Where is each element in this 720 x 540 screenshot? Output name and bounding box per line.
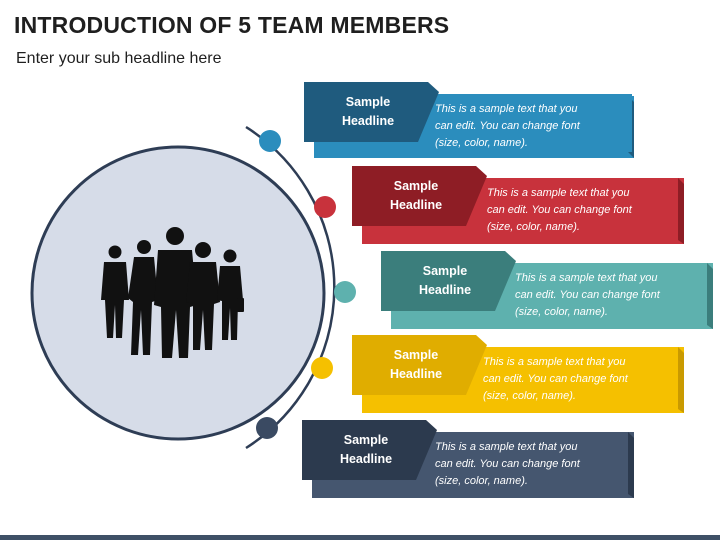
slide-title: INTRODUCTION OF 5 TEAM MEMBERS	[14, 12, 450, 38]
member-headline-5-line1: Sample	[343, 433, 389, 447]
footer-bar	[0, 535, 720, 540]
slide-subtitle: Enter your sub headline here	[16, 50, 222, 67]
member-card-1: Sample Headline This is a sample text th…	[304, 82, 634, 158]
member-dot-3	[334, 281, 356, 303]
member-text-3: This is a sample text that you can edit.…	[515, 272, 660, 318]
member-card-3: Sample Headline This is a sample text th…	[381, 251, 713, 329]
member-headline-4-line2: Headline	[389, 367, 443, 381]
team-silhouette-icon	[101, 227, 244, 358]
member-headline-3-line2: Headline	[418, 283, 472, 297]
card-text-panel	[422, 94, 632, 152]
member-dot-2	[314, 196, 336, 218]
member-headline-1-line2: Headline	[341, 114, 395, 128]
headline-tab: Sample Headline	[352, 335, 487, 395]
headline-tab: Sample Headline	[381, 251, 516, 311]
member-card-4: Sample Headline This is a sample text th…	[352, 335, 684, 413]
member-headline-5-line2: Headline	[339, 452, 393, 466]
headline-tab: Sample Headline	[304, 82, 439, 142]
member-text-2: This is a sample text that you can edit.…	[487, 187, 632, 233]
member-text-5: This is a sample text that you can edit.…	[435, 441, 580, 487]
member-headline-2-line1: Sample	[393, 179, 439, 193]
member-text-1: This is a sample text that you can edit.…	[435, 103, 580, 149]
headline-tab: Sample Headline	[302, 420, 437, 480]
member-card-5: Sample Headline This is a sample text th…	[302, 420, 634, 498]
member-dot-5	[256, 417, 278, 439]
member-headline-3-line1: Sample	[422, 264, 468, 278]
connector-arc	[245, 125, 336, 450]
member-headline-1-line1: Sample	[345, 95, 391, 109]
member-dot-4	[311, 357, 333, 379]
member-card-2: Sample Headline This is a sample text th…	[352, 166, 684, 244]
member-text-4: This is a sample text that you can edit.…	[483, 356, 628, 402]
member-headline-2-line2: Headline	[389, 198, 443, 212]
member-headline-4-line1: Sample	[393, 348, 439, 362]
member-dot-1	[259, 130, 281, 152]
headline-tab: Sample Headline	[352, 166, 487, 226]
